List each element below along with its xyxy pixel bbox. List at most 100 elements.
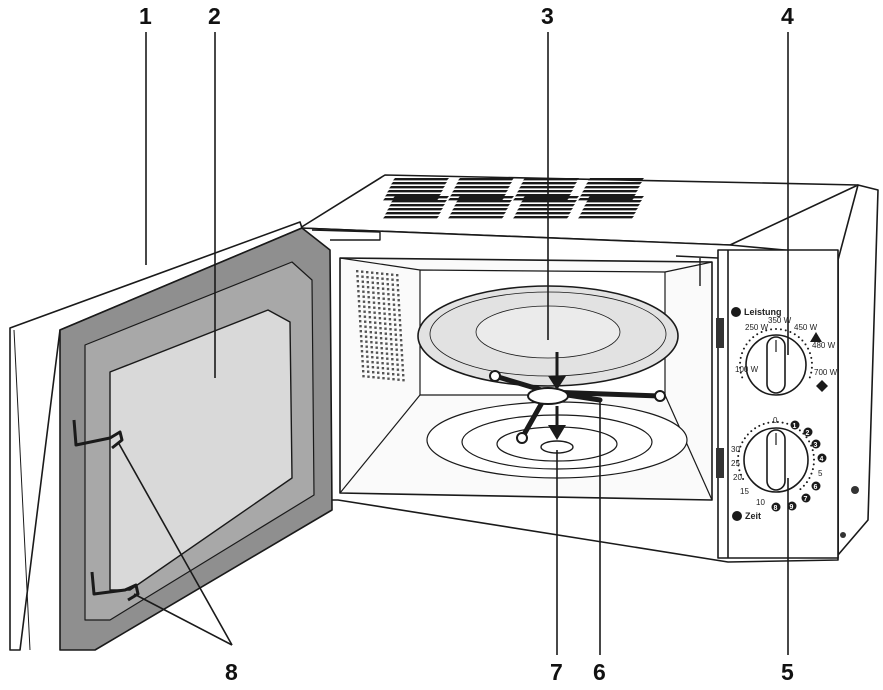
vent-slot	[521, 200, 577, 203]
vent-slot	[458, 196, 514, 199]
mesh-hole	[373, 316, 377, 319]
mesh-hole	[393, 308, 396, 311]
mesh-hole	[356, 275, 359, 278]
vent-slot	[387, 190, 443, 193]
vent-slot	[448, 198, 504, 201]
mesh-hole	[396, 284, 399, 287]
mesh-hole	[389, 328, 392, 331]
mesh-hole	[371, 276, 374, 279]
vent-slot	[456, 200, 512, 203]
vent-slot	[454, 186, 510, 189]
vent-slot	[383, 216, 439, 219]
mesh-hole	[387, 303, 391, 306]
mesh-hole	[396, 279, 399, 282]
mesh-hole	[369, 321, 372, 324]
vent-slot	[521, 182, 577, 185]
vent-slot	[513, 198, 569, 201]
timer-mark-0: 0	[773, 416, 778, 425]
mesh-hole	[395, 353, 399, 356]
mesh-hole	[364, 320, 367, 323]
mesh-hole	[386, 357, 389, 360]
mesh-hole	[392, 303, 396, 306]
mesh-hole	[396, 289, 400, 292]
mesh-hole	[382, 372, 385, 375]
callout-3: 3	[541, 3, 554, 29]
mesh-hole	[374, 326, 377, 329]
dial-tick	[739, 473, 742, 476]
dial-tick	[741, 376, 744, 379]
mesh-hole	[396, 363, 399, 366]
vent-slot	[517, 208, 573, 211]
mesh-hole	[396, 358, 399, 361]
mesh-hole	[382, 292, 385, 295]
mesh-hole	[401, 369, 405, 372]
dial-tick	[779, 328, 782, 331]
mesh-hole	[382, 302, 386, 305]
dial-tick	[810, 361, 813, 364]
mesh-hole	[385, 347, 388, 350]
callout-labels: 1 2 3 4 5 6 7 8	[139, 3, 794, 685]
power-mark-450w: 450 W	[794, 323, 818, 332]
mesh-hole	[379, 337, 383, 340]
dial-tick	[767, 421, 770, 424]
power-dial[interactable]: Leistung 100 W 250 W 350 W 450 W 480 W 7…	[731, 307, 838, 396]
dial-tick	[793, 333, 796, 336]
vent-slot	[519, 186, 575, 189]
vent-slot	[588, 178, 644, 181]
dial-tick	[789, 331, 792, 334]
mesh-hole	[386, 278, 389, 281]
mesh-hole	[391, 363, 394, 366]
mesh-hole	[383, 312, 386, 315]
dial-tick	[762, 423, 765, 426]
mesh-hole	[399, 339, 403, 342]
power-dial-title: Leistung	[744, 307, 782, 317]
vent-slot	[586, 182, 642, 185]
mesh-hole	[365, 350, 369, 353]
mesh-hole	[366, 286, 370, 289]
mesh-hole	[398, 314, 401, 317]
mesh-hole	[372, 376, 375, 379]
dial-tick	[812, 463, 815, 466]
mesh-hole	[380, 352, 384, 355]
vent-slot	[580, 212, 636, 215]
mesh-hole	[359, 335, 363, 338]
mesh-hole	[391, 288, 395, 291]
mesh-hole	[375, 346, 378, 349]
mesh-hole	[389, 338, 393, 341]
mesh-hole	[366, 281, 369, 284]
mesh-hole	[388, 313, 391, 316]
mesh-hole	[359, 325, 362, 328]
vent-slot	[517, 190, 573, 193]
mesh-hole	[366, 271, 369, 274]
dial-tick	[798, 429, 801, 432]
mesh-hole	[391, 283, 394, 286]
mesh-hole	[362, 295, 365, 298]
vent-slot	[515, 212, 571, 215]
vent-slot	[450, 212, 506, 215]
door-window	[109, 309, 293, 591]
mesh-hole	[360, 345, 363, 348]
mesh-hole	[385, 352, 389, 355]
vent-slot	[387, 208, 443, 211]
power-mark-350w: 350 W	[768, 316, 792, 325]
vent-slot	[584, 204, 640, 207]
step-badge	[790, 420, 800, 430]
dial-tick	[739, 356, 742, 359]
mesh-hole	[389, 323, 392, 326]
vent-slot	[393, 178, 449, 181]
mesh-hole	[361, 285, 365, 288]
dial-tick	[750, 430, 753, 433]
mesh-hole	[401, 364, 404, 367]
dial-tick	[739, 445, 742, 448]
mesh-hole	[379, 327, 382, 330]
mesh-hole	[360, 340, 363, 343]
mesh-hole	[372, 296, 375, 299]
mesh-hole	[381, 287, 385, 290]
mesh-hole	[367, 375, 370, 378]
mesh-hole	[386, 288, 390, 291]
dial-tick	[741, 441, 744, 444]
mesh-hole	[397, 299, 400, 302]
mesh-hole	[397, 373, 400, 376]
mesh-hole	[371, 366, 375, 369]
